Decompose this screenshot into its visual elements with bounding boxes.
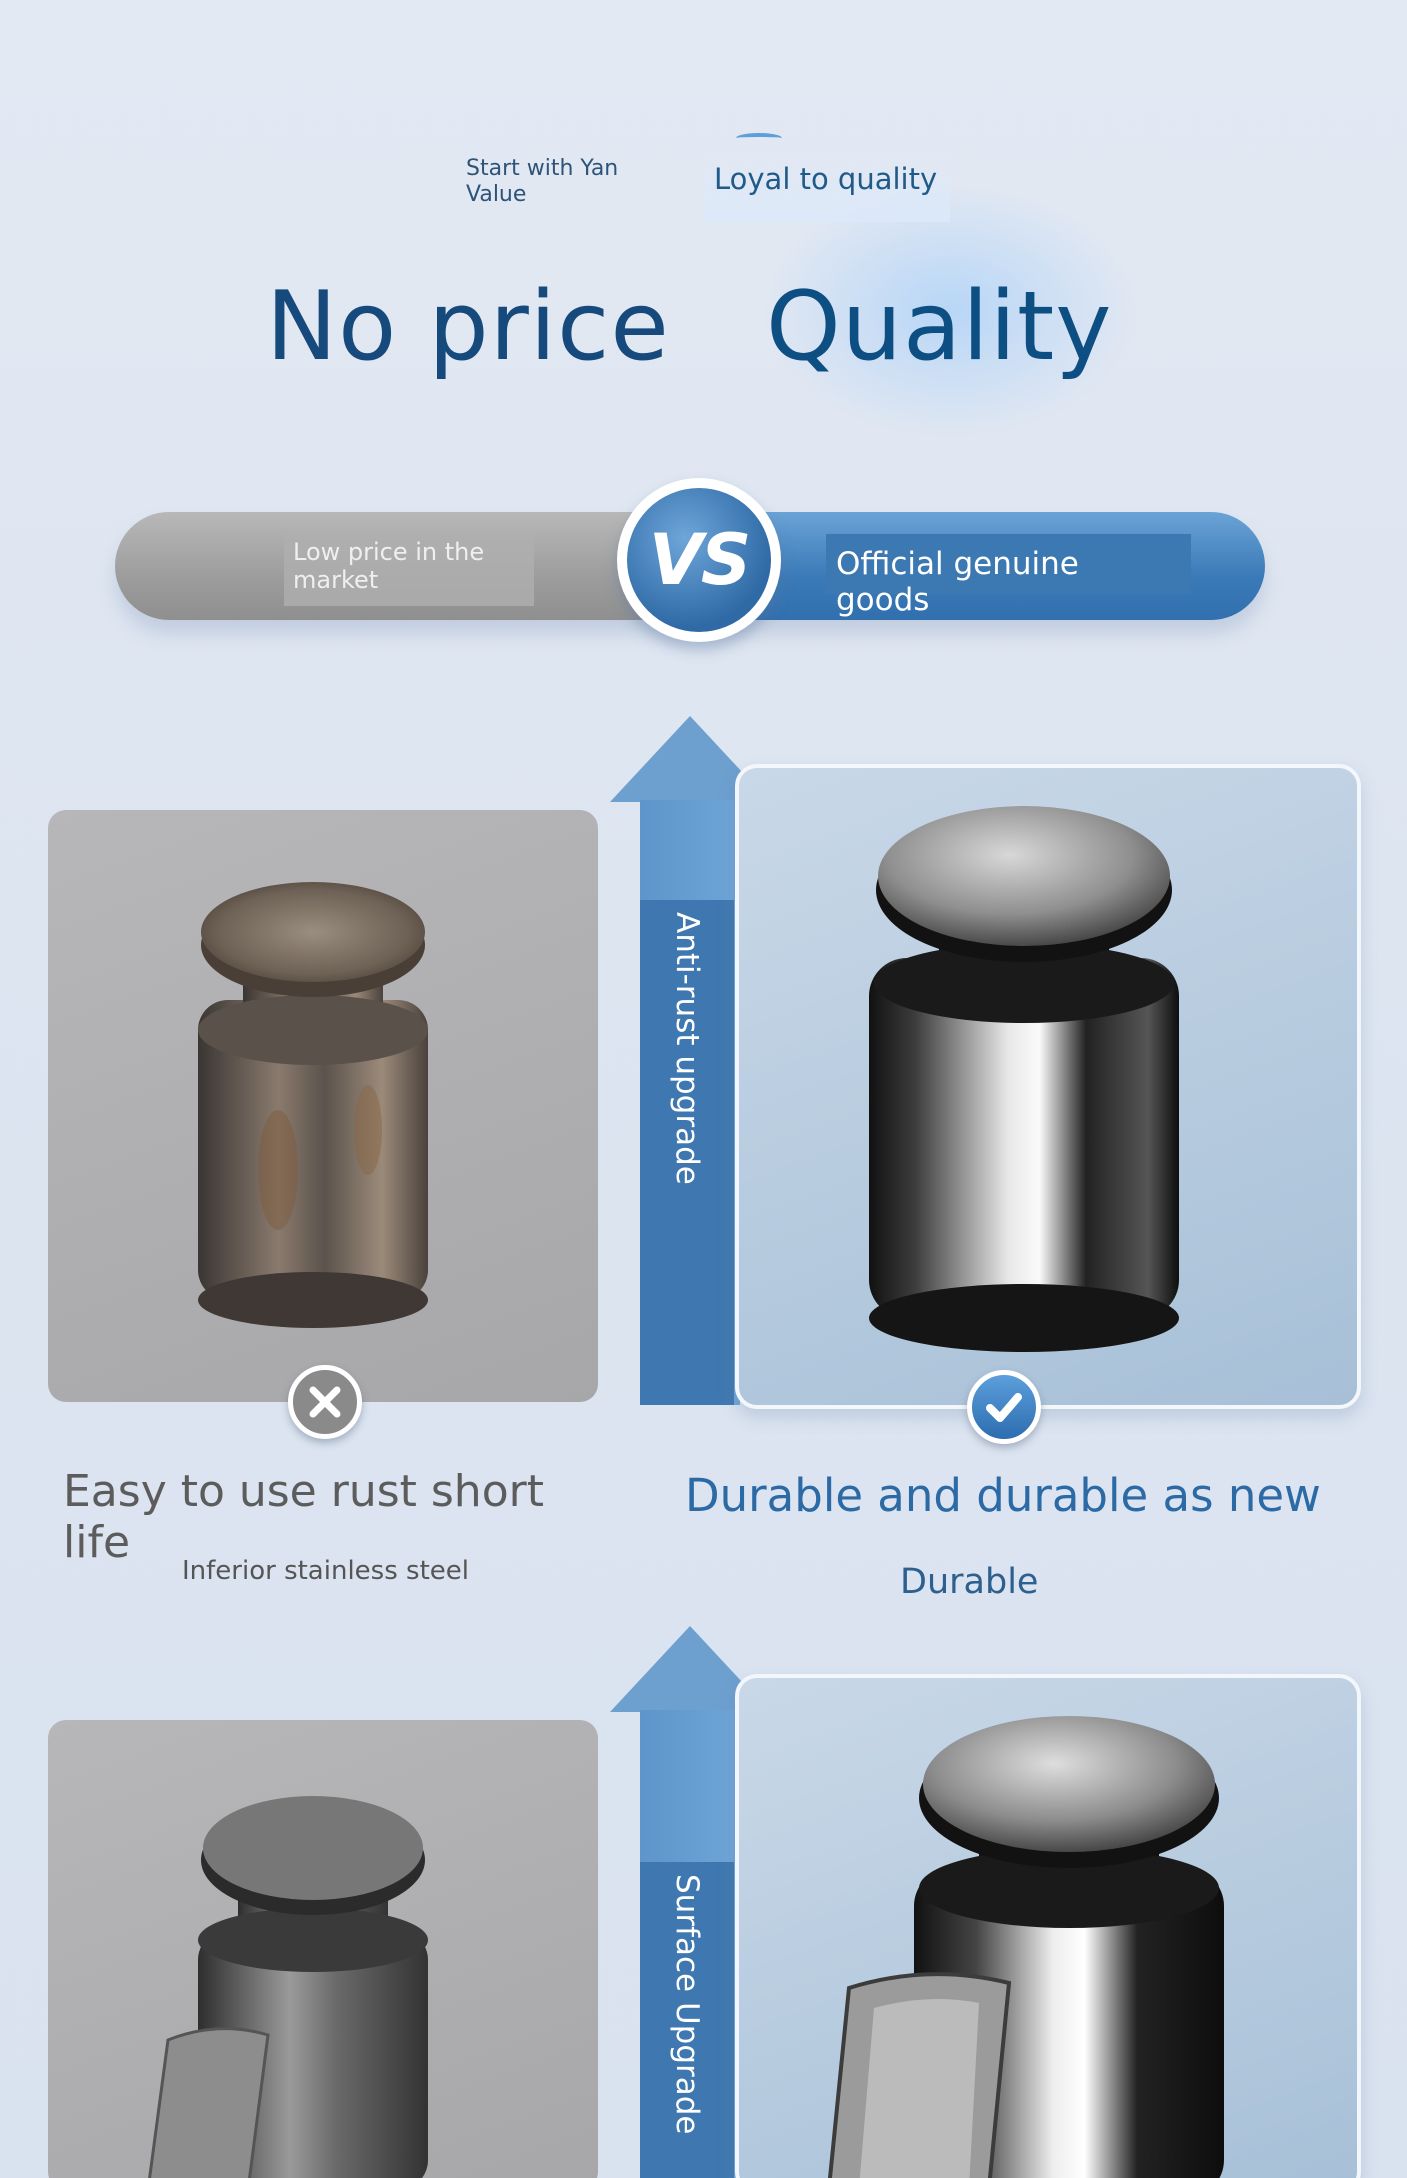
tagline-loyal: Loyal to quality — [704, 150, 950, 222]
genuine-title: Durable and durable as new — [685, 1469, 1321, 1522]
headline-quality: Quality — [766, 272, 1113, 382]
low-price-label: Low price in the market — [284, 534, 534, 606]
rusty-weight-image — [198, 882, 428, 1328]
swoosh-icon — [736, 133, 782, 143]
genuine-panel — [735, 764, 1361, 1409]
official-goods-label: Official genuine goods — [826, 534, 1191, 618]
x-mark-icon — [288, 1365, 362, 1439]
genuine-panel-2 — [735, 1674, 1361, 2178]
inferior-panel — [48, 810, 598, 1402]
peeling-weight-image — [148, 1796, 428, 2178]
checkmark-icon — [967, 1370, 1041, 1444]
inferior-panel-2 — [48, 1720, 598, 2178]
glow-decoration — [760, 180, 1140, 440]
genuine-subtitle: Durable — [900, 1562, 1039, 1602]
anti-rust-label: Anti-rust upgrade — [640, 900, 734, 1405]
polished-weight-image — [869, 806, 1179, 1352]
vs-badge: VS — [617, 478, 781, 642]
headline-no-price: No price — [266, 272, 670, 382]
surface-upgrade-label: Surface Upgrade — [640, 1862, 734, 2178]
inferior-title: Easy to use rust short life — [63, 1466, 544, 1568]
tagline-start: Start with Yan Value — [466, 156, 619, 207]
inferior-subtitle: Inferior stainless steel — [182, 1556, 469, 1586]
vs-text: VS — [627, 488, 771, 632]
polished-weight-image-2 — [827, 1716, 1224, 2178]
